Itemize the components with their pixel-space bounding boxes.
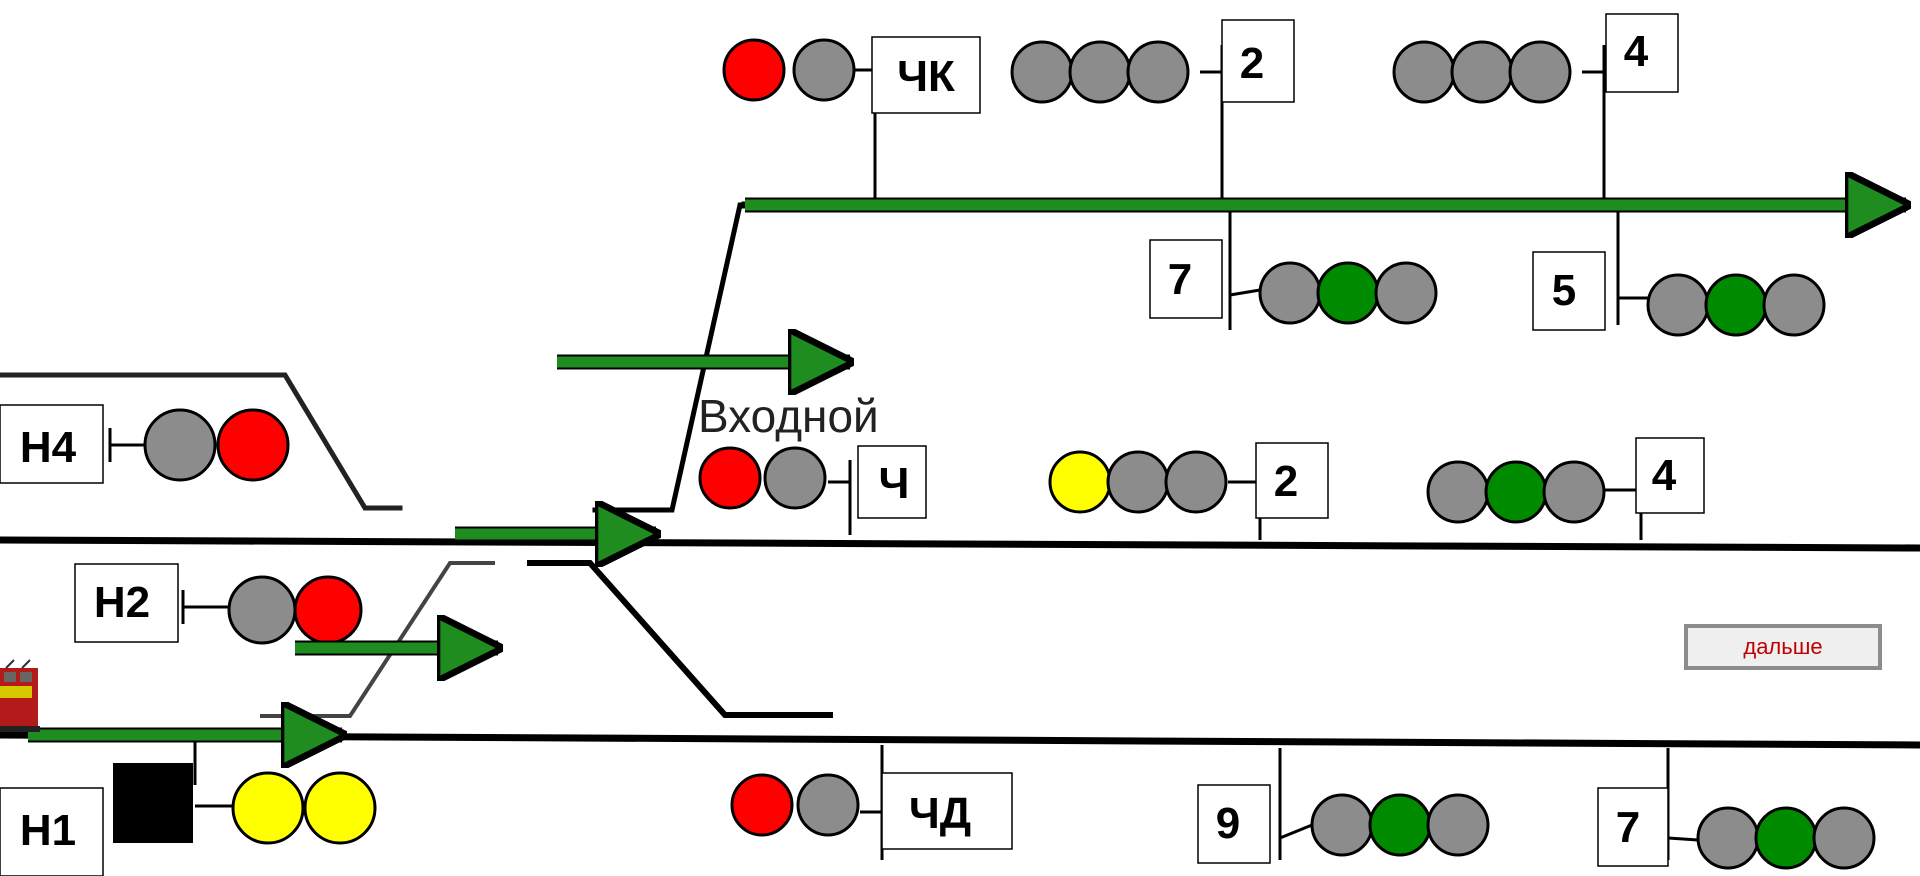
signal-mid-2 [1048,450,1228,514]
signal-label-7-lower: 7 [1616,803,1640,852]
track-lower-siding [527,560,833,718]
signal-lamp-off [1106,450,1170,514]
signal-lamp-green [1484,460,1548,524]
signal-9 [1310,793,1490,857]
signal-lamp-off [1010,40,1074,104]
next-button[interactable]: дальше [1684,624,1882,670]
signal-lamp-off [1508,40,1572,104]
signal-h1-shield [113,763,193,843]
signal-lamp-red [293,575,363,645]
signal-lamp-off [1126,40,1190,104]
signal-lamp-yellow [1048,450,1112,514]
tracks [0,201,1920,749]
signal-h4 [143,408,290,482]
signal-lamp-off [1310,793,1374,857]
signal-top-2 [1010,40,1190,104]
signal-label-9: 9 [1216,799,1240,848]
signal-lamp-off [1426,793,1490,857]
signal-labels: ЧК 2 4 7 5 Н4 Ч 2 4 Н2 Н1 ЧД 9 7 [0,13,1705,876]
locomotive-icon [0,659,40,732]
signal-lamp-off [1450,40,1514,104]
signal-lamp-off [1762,273,1826,337]
signal-lamp-red [730,773,794,837]
signal-label-mid-2: 2 [1274,457,1298,506]
signal-lamp-green [1316,261,1380,325]
signal-label-chd: ЧД [909,789,971,838]
signal-chd [730,773,860,837]
track-h2-crossover [260,561,495,718]
signal-lamp-off [143,408,217,482]
signal-lamp-off [1374,261,1438,325]
track-middle-main [0,536,1920,552]
signal-lamp-red [698,446,762,510]
signal-lamp-red [722,38,786,102]
signal-lamp-off [792,38,856,102]
signal-label-top-2: 2 [1240,39,1264,88]
signal-7-upper [1258,261,1438,325]
signal-5 [1646,273,1826,337]
signal-ck [722,38,856,102]
signal-label-mid-4: 4 [1652,451,1677,500]
signal-label-7-upper: 7 [1168,255,1192,304]
signal-label-ch: Ч [879,459,910,508]
signal-h1 [113,763,377,845]
signal-label-h2: Н2 [94,578,150,627]
signal-lamp-off [1068,40,1132,104]
signal-label-top-4: 4 [1624,27,1649,76]
signal-lamp-yellow [303,771,377,845]
signal-7-lower [1696,806,1876,870]
signal-lamp-green [1704,273,1768,337]
track-h4-siding [0,372,403,511]
signal-lamp-off [796,773,860,837]
signal-lamp-off [1696,806,1760,870]
signal-lamp-yellow [231,771,305,845]
route-arrows [28,205,1906,735]
signal-lamp-red [216,408,290,482]
signal-lamp-off [1542,460,1606,524]
signal-ch [698,446,827,510]
signal-lamp-off [1646,273,1710,337]
signal-mid-4 [1426,460,1606,524]
signal-lamp-off [1392,40,1456,104]
signal-lamp-green [1754,806,1818,870]
signal-lamp-off [227,575,297,645]
signal-label-h1: Н1 [20,806,76,855]
signal-lamp-off [763,446,827,510]
signal-lamp-green [1368,793,1432,857]
signal-h2 [227,575,363,645]
signal-label-ck: ЧК [897,52,955,101]
signal-lamp-off [1426,460,1490,524]
signal-lamp-off [1812,806,1876,870]
signal-lamp-off [1164,450,1228,514]
signal-top-4 [1392,40,1572,104]
station-label: Входной [698,390,879,442]
signal-label-h4: Н4 [20,423,77,472]
signal-lamp-off [1258,261,1322,325]
signal-label-5: 5 [1552,266,1576,315]
